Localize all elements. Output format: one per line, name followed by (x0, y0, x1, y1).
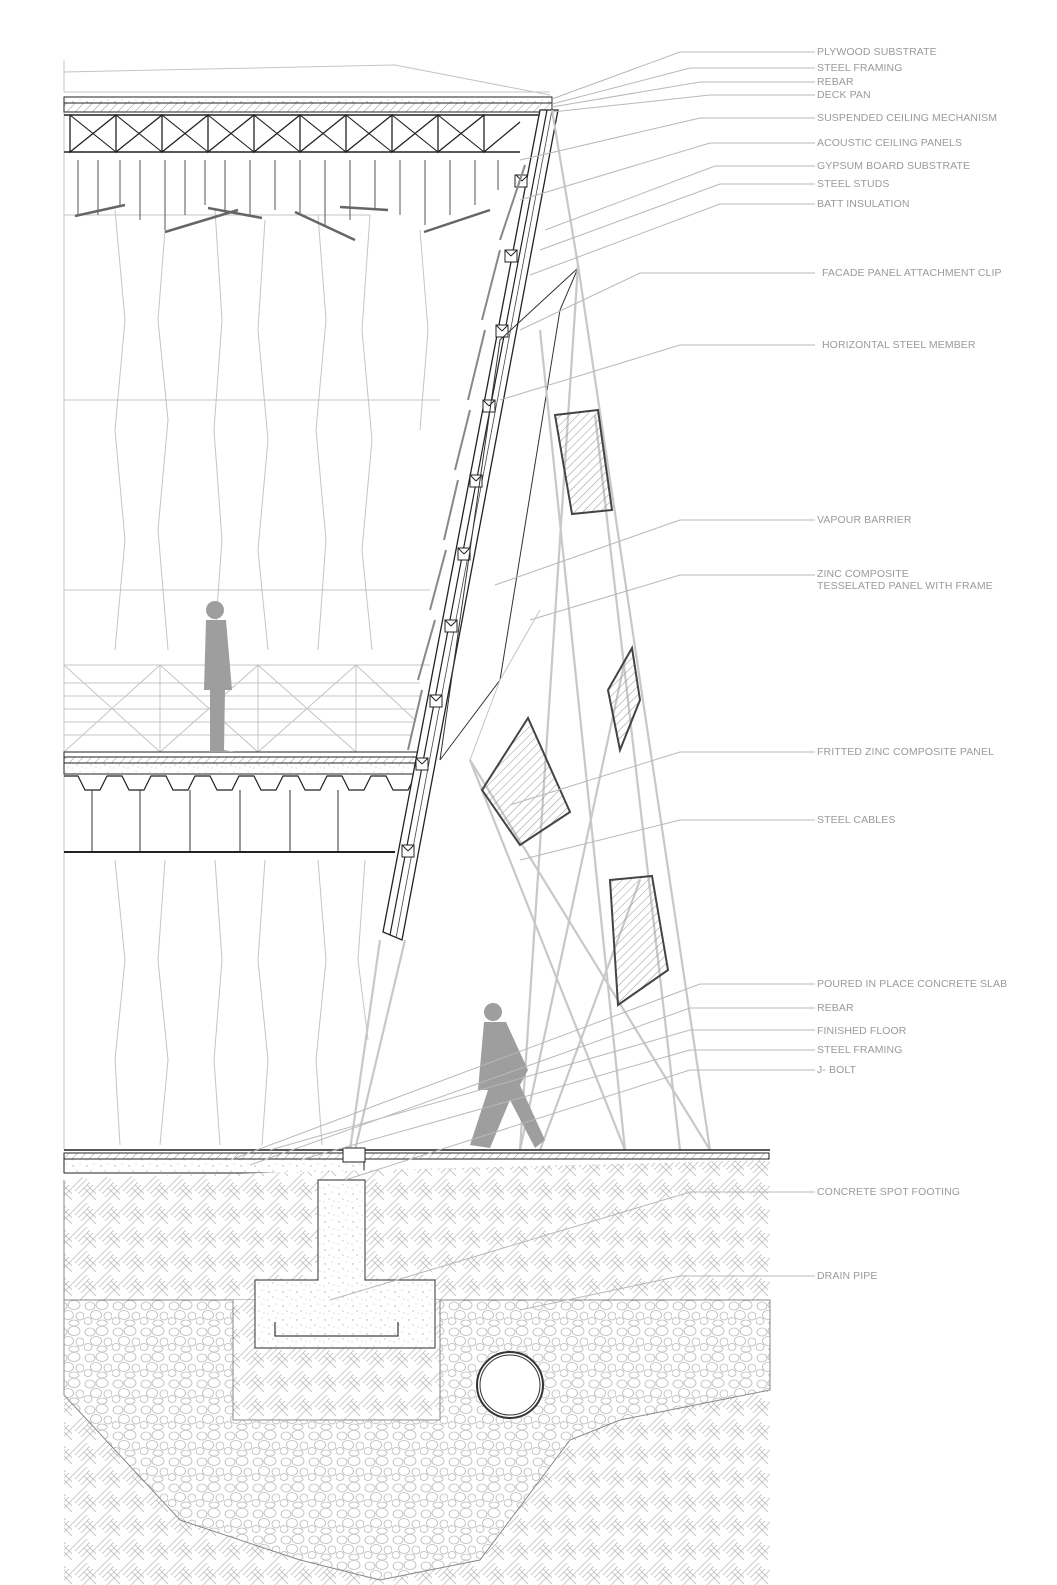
label-zinc-composite: ZINC COMPOSITE (817, 568, 909, 580)
roof-slab (63, 60, 553, 154)
label-spot-footing: CONCRETE SPOT FOOTING (817, 1186, 960, 1198)
label-rebar-bottom: REBAR (817, 1002, 854, 1014)
label-steel-framing-bottom: STEEL FRAMING (817, 1044, 903, 1056)
label-gypsum-board: GYPSUM BOARD SUBSTRATE (817, 160, 970, 172)
label-steel-studs: STEEL STUDS (817, 178, 889, 190)
label-concrete-slab: POURED IN PLACE CONCRETE SLAB (817, 978, 1007, 990)
callout-labels: PLYWOOD SUBSTRATE STEEL FRAMING REBAR DE… (817, 46, 1007, 1282)
exterior-tesselated-facade (348, 109, 712, 1151)
label-horizontal-member: HORIZONTAL STEEL MEMBER (822, 339, 976, 351)
suspended-ceiling (74, 160, 499, 242)
label-tesselated-panel: TESSELATED PANEL WITH FRAME (817, 580, 993, 592)
label-steel-cables: STEEL CABLES (817, 814, 895, 826)
label-drain-pipe: DRAIN PIPE (817, 1270, 878, 1282)
mezzanine-floor (63, 664, 430, 853)
label-facade-clip: FACADE PANEL ATTACHMENT CLIP (822, 267, 1002, 279)
label-vapour-barrier: VAPOUR BARRIER (817, 514, 912, 526)
label-finished-floor: FINISHED FLOOR (817, 1025, 907, 1037)
label-fritted-panel: FRITTED ZINC COMPOSITE PANEL (817, 746, 994, 758)
label-suspended-ceiling: SUSPENDED CEILING MECHANISM (817, 112, 997, 124)
label-steel-framing-top: STEEL FRAMING (817, 62, 903, 74)
ground-slab (63, 1147, 770, 1192)
label-leaders (229, 51, 815, 1311)
label-plywood-substrate: PLYWOOD SUBSTRATE (817, 46, 937, 58)
person-walking-figure (470, 1003, 545, 1148)
person-standing-figure (204, 601, 234, 752)
label-acoustic-panels: ACOUSTIC CEILING PANELS (817, 137, 962, 149)
label-batt-insulation: BATT INSULATION (817, 198, 910, 210)
label-deck-pan: DECK PAN (817, 89, 871, 101)
label-rebar-top: REBAR (817, 76, 854, 88)
foundation-soil (63, 1160, 771, 1585)
interior-wall-zigzag-panels (63, 100, 440, 1150)
label-j-bolt: J- BOLT (817, 1064, 856, 1076)
